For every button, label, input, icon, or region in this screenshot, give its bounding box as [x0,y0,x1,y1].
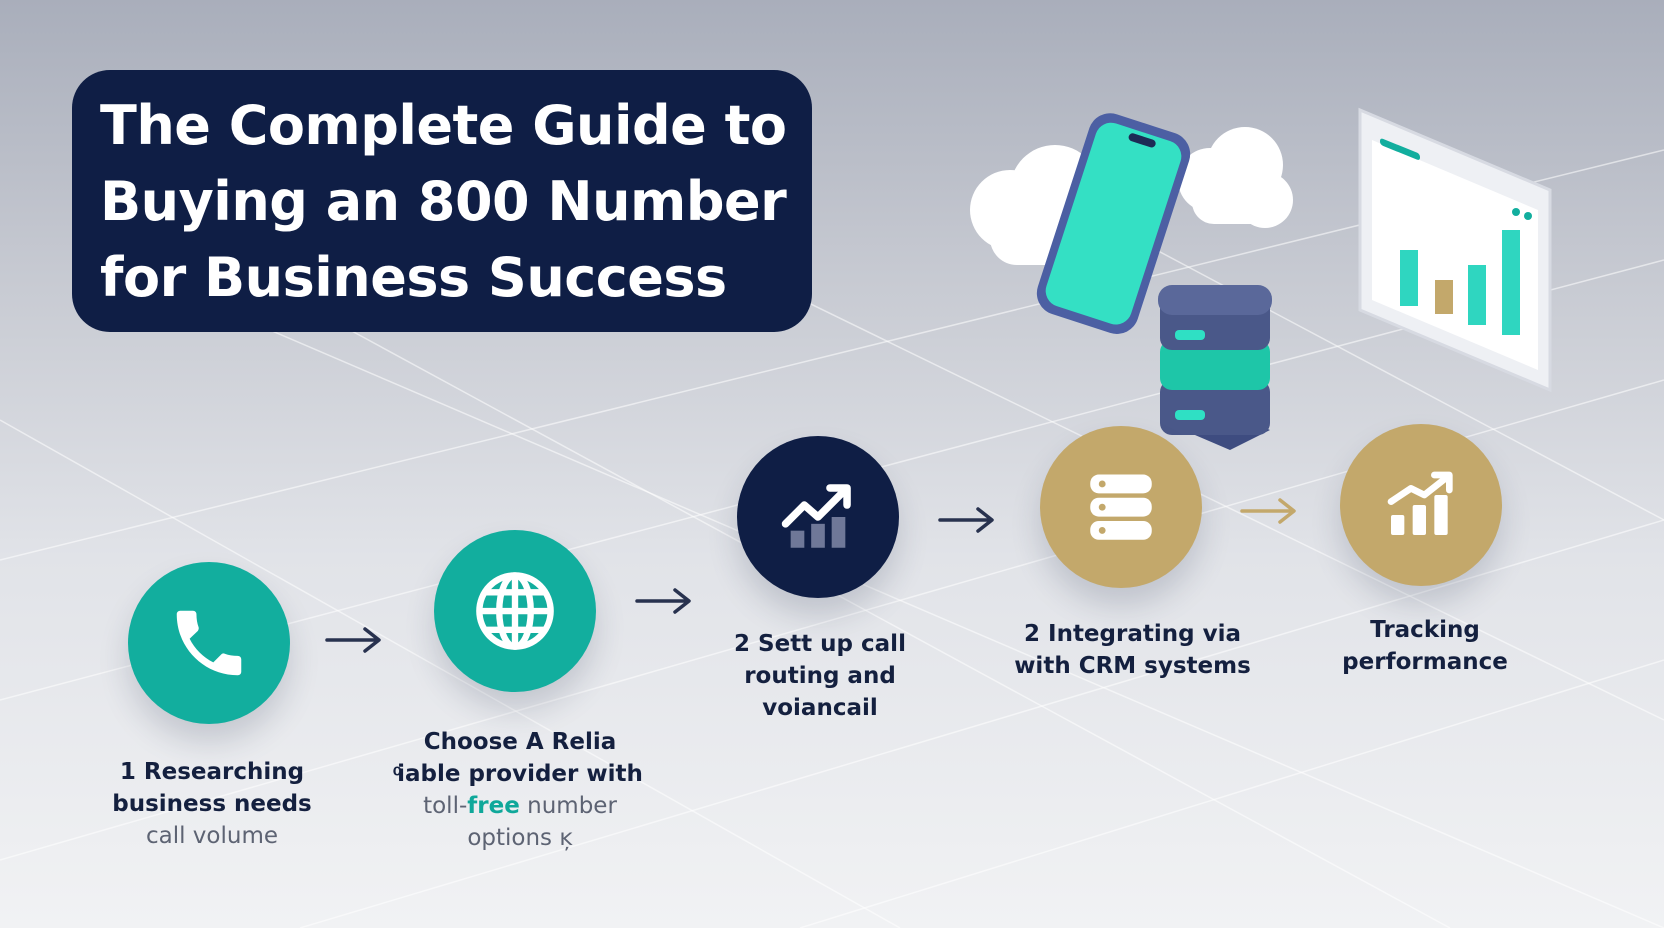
step-1-label: 1 Researching business needs call volume [102,756,322,852]
step-1-label-line-1: 1 Researching [119,759,305,785]
step-2-label: Choose A Relia ͨiable provider with toll… [385,726,655,854]
title-line-1: The Complete Guide to [100,94,787,157]
label-text-part: number [519,793,617,819]
title-line-3: for Business Success [100,246,727,309]
trend-chart-icon [781,484,851,548]
arrow-right-icon [325,627,381,653]
step-1-label-line-3: call volume [145,823,279,849]
step-5-label-line-1: Tracking [1370,617,1480,643]
step-2-circle [434,530,596,692]
step-3-label-line-3: voiancail [762,695,878,721]
step-3-label-line-1: 2 Sett up call [734,631,906,657]
step-4-circle [1040,426,1202,588]
arrow-right-icon [938,507,994,533]
globe-icon [476,572,554,650]
step-2-label-line-3: toll-free number [385,790,655,822]
page-title: The Complete Guide to Buying an 800 Numb… [100,88,787,316]
dashboard-panel-icon [1358,107,1552,393]
cloud-icon [1178,127,1293,228]
step-4-label: 2 Integrating via with CRM systems [1000,618,1265,682]
step-4-label-line-2: with CRM systems [1014,653,1251,679]
server-stack-icon [1158,285,1272,450]
arrow-right-icon [635,588,691,614]
smartphone-icon [1036,113,1191,334]
label-text-part: toll- [423,793,468,819]
step-3-circle [737,436,899,598]
step-4-label-line-1: 2 Integrating via [1024,621,1241,647]
step-2-label-line-1: Choose A Relia [423,729,617,755]
toll-free-highlight: free [467,793,520,819]
hero-illustration [970,107,1552,450]
step-5-label: Tracking performance [1315,614,1535,678]
step-2-label-line-4: options ĸ̦ [467,825,573,851]
arrow-right-icon [1240,498,1296,524]
step-2-label-line-2: ͨiable provider with [397,761,643,787]
step-3-label-line-2: routing and [744,663,896,689]
step-1-circle [128,562,290,724]
step-5-circle [1340,424,1502,586]
title-banner [72,70,812,332]
phone-icon [176,610,242,676]
step-1-label-line-2: business needs [112,791,312,817]
step-3-label: 2 Sett up call routing and voiancail [700,628,940,724]
title-line-2: Buying an 800 Number [100,170,787,233]
bar-chart-icon [1387,471,1453,535]
step-5-label-line-2: performance [1342,649,1508,675]
database-icon [1090,474,1152,540]
